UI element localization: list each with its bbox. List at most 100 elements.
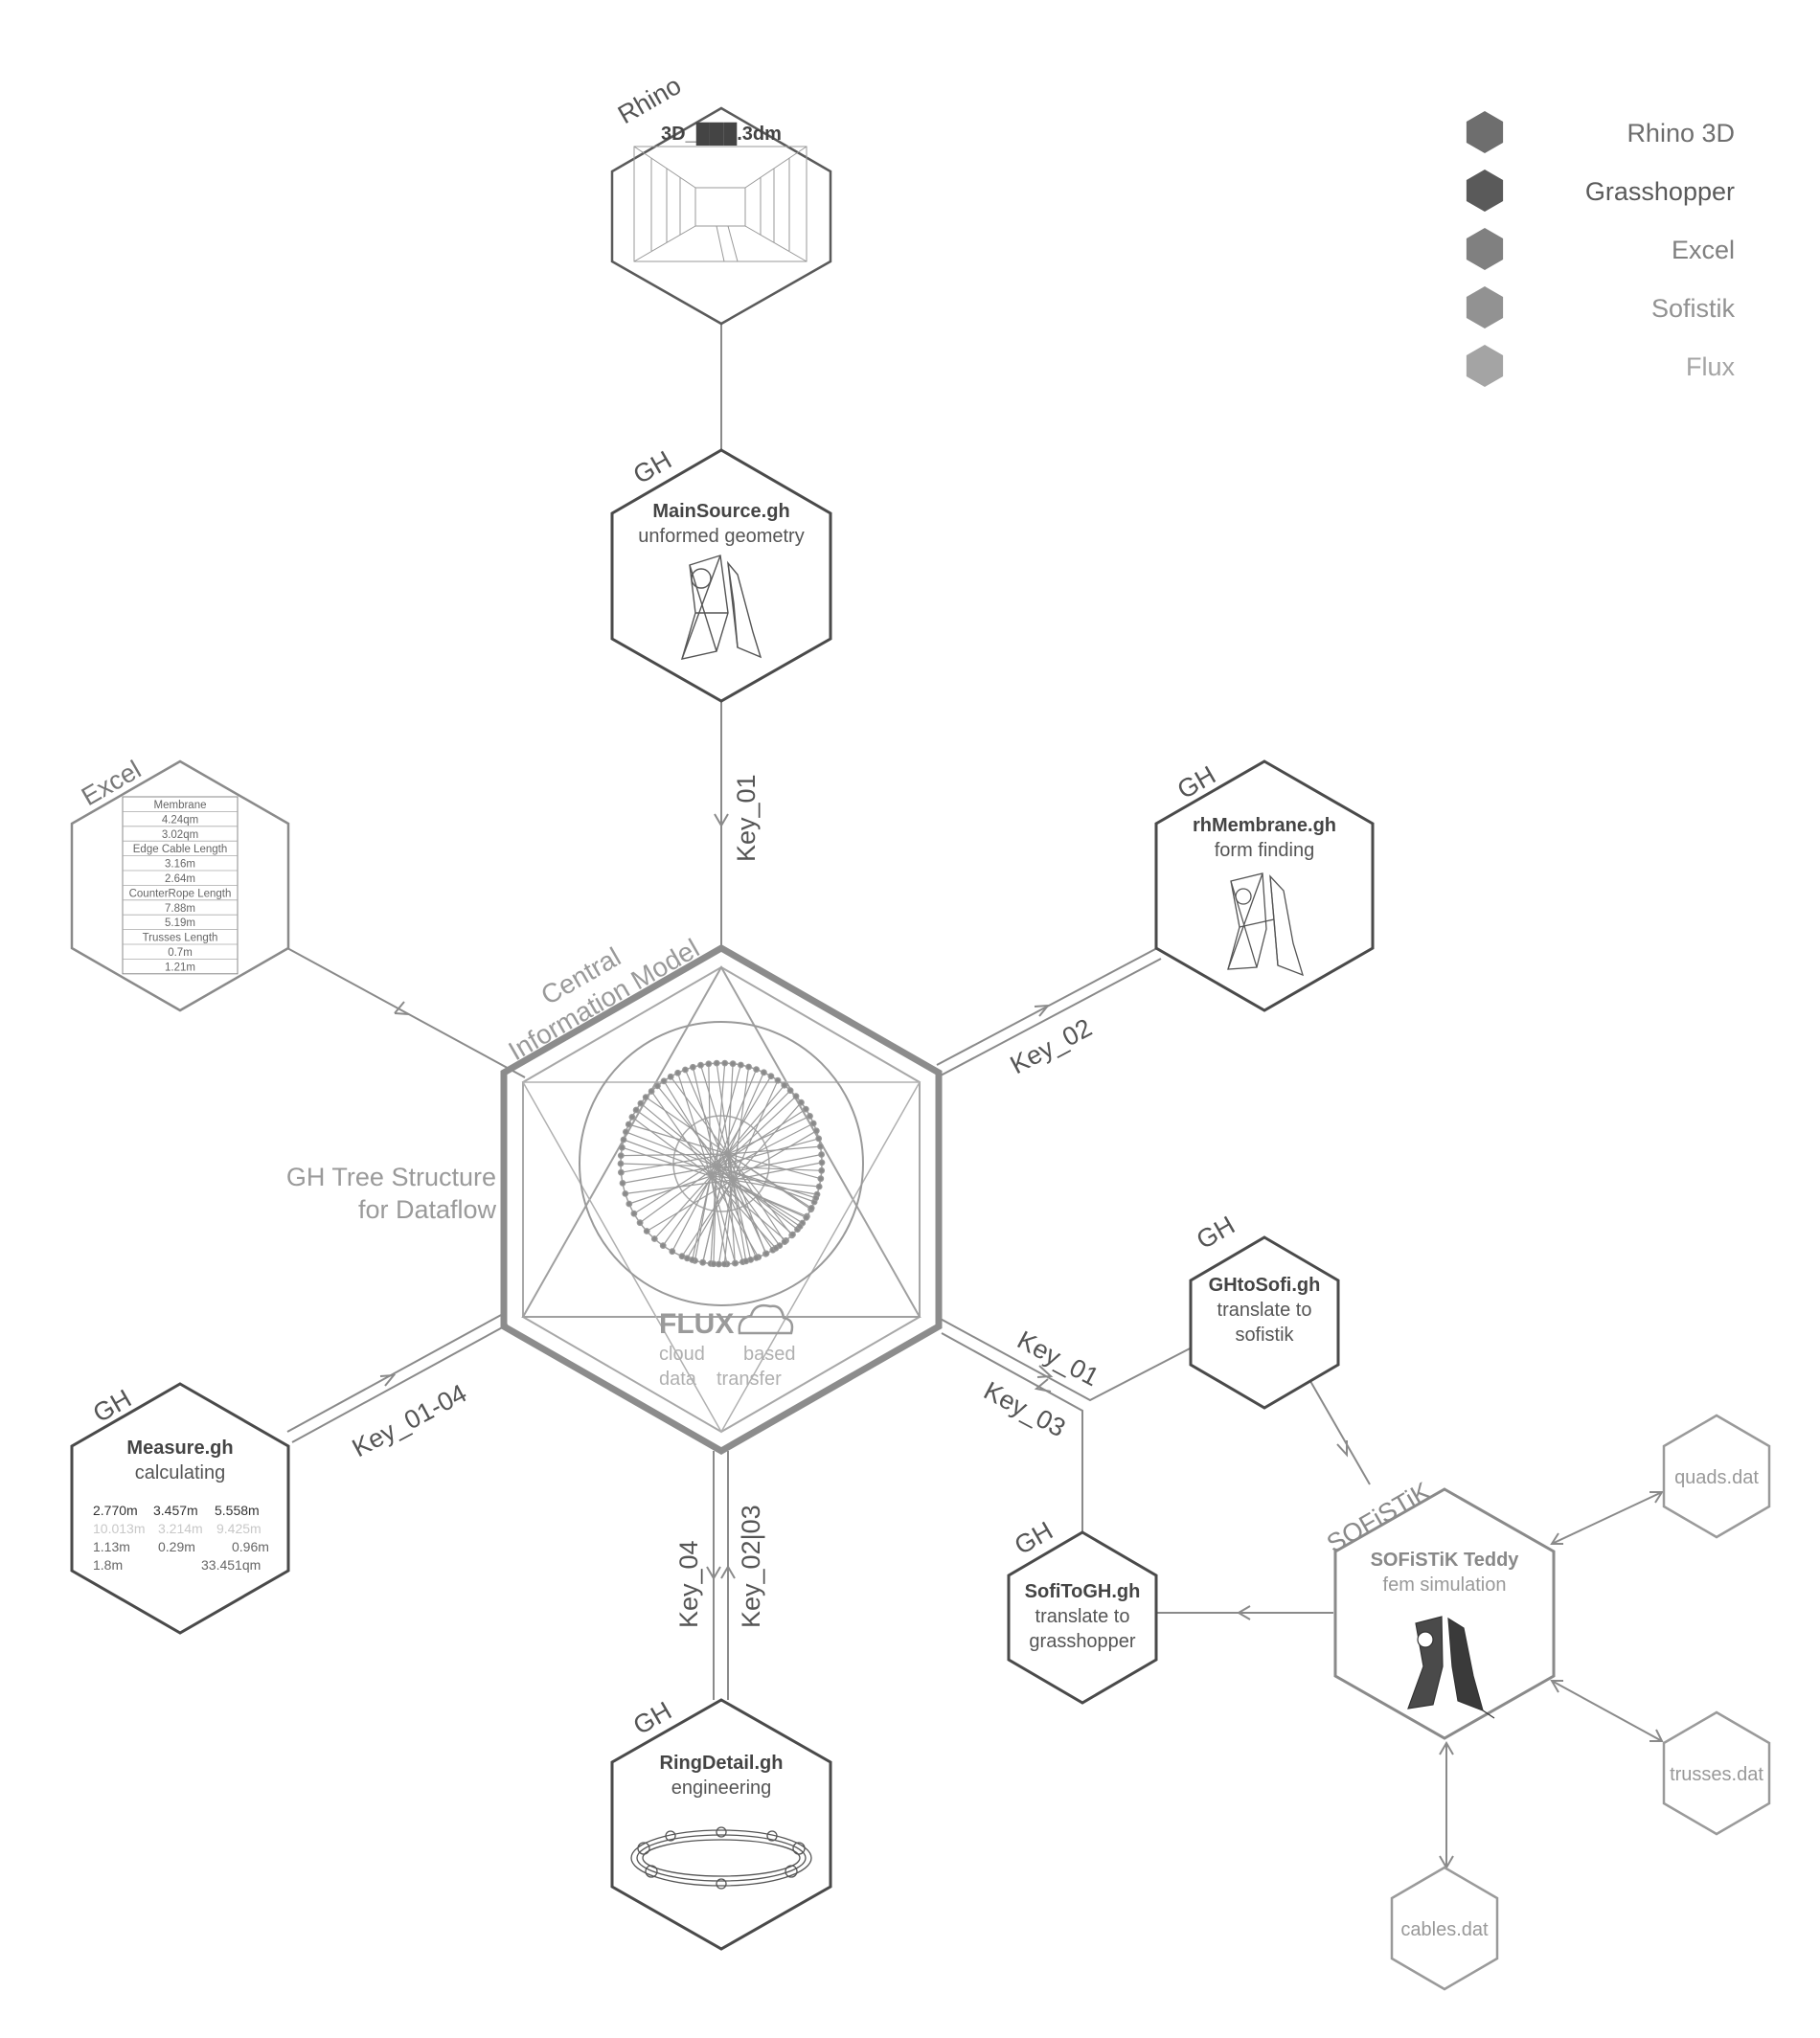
tree-node	[798, 1098, 805, 1106]
node-trusses-dat[interactable]: trusses.dat	[1662, 1710, 1771, 1836]
node-cables-dat[interactable]: cables.dat	[1390, 1866, 1499, 1991]
measure-value: 0.29m	[158, 1539, 195, 1554]
node-sofistik[interactable]: SOFiSTiK SOFiSTiK Teddy fem simulation	[1322, 1477, 1556, 1740]
tree-branch	[727, 1153, 747, 1261]
tree-node	[781, 1081, 788, 1089]
connector-central-membrane-b	[940, 958, 1162, 1076]
measure-title: Measure.gh	[126, 1438, 233, 1459]
tree-branch	[716, 1166, 793, 1235]
tree-node	[622, 1189, 629, 1197]
node-ringdetail[interactable]: GH RingDetail.gh engineering	[610, 1696, 832, 1951]
tree-branch	[653, 1175, 712, 1239]
tree-node	[620, 1136, 627, 1144]
tree-branch	[710, 1076, 772, 1177]
node-mainsource[interactable]: GH MainSource.gh unformed geometry	[610, 445, 832, 703]
rhino-hexagon	[610, 106, 832, 326]
tree-branch	[621, 1153, 729, 1173]
ghtosofi-subtitle-2: sofistik	[1235, 1325, 1294, 1346]
node-ghtosofi[interactable]: GH GHtoSofi.gh translate to sofistik	[1189, 1211, 1340, 1410]
tree-node	[697, 1061, 704, 1069]
connector-sofitogh-central	[941, 1332, 1083, 1532]
tree-branch	[663, 1080, 717, 1167]
node-measure[interactable]: GH Measure.gh calculating 2.770m 3.457m …	[70, 1382, 290, 1635]
tree-branch	[727, 1063, 734, 1155]
measure-value: 3.214m	[158, 1521, 203, 1536]
tree-node	[786, 1087, 794, 1095]
excel-cell: 2.64m	[165, 873, 195, 885]
sofistik-title: SOFiSTiK Teddy	[1371, 1550, 1520, 1571]
excel-cell: 5.19m	[165, 917, 195, 929]
tree-branch	[732, 1179, 752, 1260]
tree-node	[626, 1200, 633, 1208]
arrow-key01b-icon	[1036, 1365, 1054, 1378]
tree-branch	[628, 1123, 729, 1155]
tree-branch	[727, 1115, 810, 1155]
ringdetail-subtitle: engineering	[671, 1778, 772, 1799]
tree-node	[745, 1063, 752, 1071]
tree-node	[659, 1242, 667, 1249]
tree-node	[619, 1144, 626, 1151]
connectors	[286, 324, 1664, 1869]
fem-simulation-icon	[1407, 1616, 1495, 1719]
excel-cell: Trusses Length	[143, 933, 218, 944]
tree-node	[643, 1228, 650, 1234]
tree-node	[789, 1231, 796, 1238]
tree-node	[812, 1194, 820, 1202]
tree-node	[812, 1127, 820, 1135]
sofitogh-subtitle: translate to	[1035, 1606, 1130, 1627]
tree-node	[617, 1160, 625, 1167]
sofitogh-hexagon	[1007, 1530, 1158, 1705]
quads-hexagon	[1662, 1414, 1771, 1539]
tree-branch	[699, 1065, 729, 1155]
connector-central-ghtosofi	[936, 1316, 1196, 1402]
arrow-key0104-icon	[379, 1373, 397, 1387]
tree-branch	[727, 1090, 791, 1155]
tree-node	[648, 1088, 655, 1095]
tree-branch	[732, 1179, 804, 1224]
tree-node	[732, 1259, 739, 1267]
arrow-trusses-back-icon	[1550, 1680, 1563, 1693]
tree-node	[669, 1248, 676, 1256]
tree-node	[818, 1151, 825, 1158]
arrow-sofitogh-icon	[1237, 1605, 1251, 1620]
tree-branch	[639, 1166, 717, 1224]
arrow-key03-icon	[1034, 1378, 1052, 1393]
tree-node	[710, 1260, 717, 1268]
mainsource-hexagon	[610, 448, 832, 703]
legend-swatch-icon	[1466, 228, 1504, 270]
tree-branch	[727, 1145, 821, 1155]
legend-label: Excel	[1672, 236, 1735, 264]
arrow-cables-back-icon	[1439, 1741, 1454, 1755]
node-rhino[interactable]: Rhino 3D_███.3dm	[610, 71, 832, 326]
tree-branch	[716, 1166, 758, 1258]
node-sofitogh[interactable]: GH SofiToGH.gh translate to grasshopper	[1007, 1516, 1158, 1705]
excel-cell: 7.88m	[165, 903, 195, 915]
membrane-geometry-icon	[680, 555, 762, 660]
tree-branch	[716, 1166, 815, 1203]
tree-node	[808, 1204, 815, 1211]
tree-node	[674, 1069, 681, 1076]
tree-node	[617, 1152, 625, 1159]
central-hexagon-outer	[500, 943, 943, 1456]
excel-cell: Edge Cable Length	[133, 844, 227, 855]
tree-branch	[717, 1179, 734, 1265]
tree-branch	[628, 1175, 712, 1205]
central-circle-outer	[579, 1021, 864, 1306]
node-quads-dat[interactable]: quads.dat	[1662, 1414, 1771, 1539]
tree-node	[618, 1168, 625, 1176]
node-rhmembrane[interactable]: GH rhMembrane.gh form finding	[1154, 759, 1375, 1012]
connector-central-measure-a	[286, 1313, 504, 1433]
arrow-trusses-icon	[1649, 1729, 1664, 1742]
ringdetail-hexagon	[610, 1698, 832, 1951]
tree-node	[705, 1060, 713, 1068]
measure-value: 2.770m	[93, 1503, 138, 1518]
rhino-title: 3D_███.3dm	[661, 122, 782, 147]
tree-node	[628, 1113, 636, 1121]
tree-node	[637, 1099, 645, 1107]
measure-value: 5.558m	[215, 1503, 260, 1518]
key-main-label: Key_01	[732, 774, 761, 862]
ghtosofi-title: GHtoSofi.gh	[1209, 1275, 1321, 1296]
tree-node	[781, 1238, 788, 1245]
tree-node	[738, 1061, 744, 1069]
